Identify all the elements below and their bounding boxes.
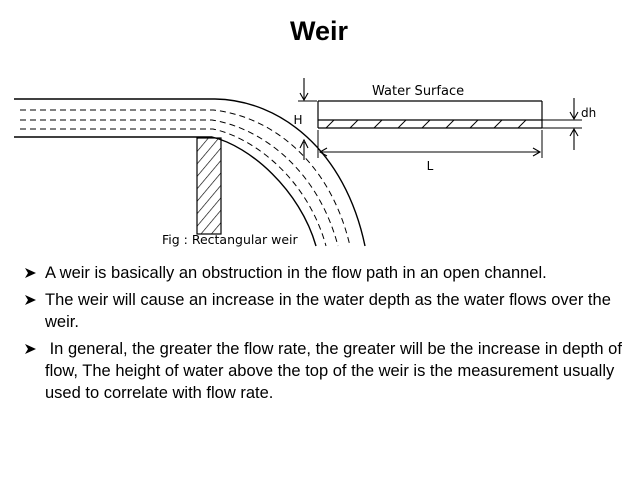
bullet-list: A weir is basically an obstruction in th… [24, 262, 624, 409]
figure-caption: Fig : Rectangular weir [162, 232, 299, 247]
hatched-layer [325, 119, 527, 129]
rectangular-weir-figure: H Water Surface dh L Fig : Rectangular w… [14, 78, 596, 247]
streamline-3 [20, 128, 327, 247]
bullet-text: In general, the greater the flow rate, t… [45, 340, 627, 402]
streamline-2 [20, 119, 339, 247]
h-arrow-bottom [299, 138, 309, 160]
weir-plate [196, 137, 222, 235]
h-label: H [293, 113, 302, 127]
nappe-upper-surface [14, 98, 366, 247]
dh-arrow-bottom [569, 127, 579, 150]
bullet-item: The weir will cause an increase in the w… [24, 289, 624, 333]
nappe-lower-surface [14, 136, 317, 247]
dh-arrow-top [569, 98, 579, 121]
streamline-1 [20, 109, 351, 247]
arrow-bullet-icon [25, 295, 36, 305]
arrow-bullet-icon [25, 268, 36, 278]
dh-label: dh [581, 106, 596, 120]
water-surface-label: Water Surface [372, 84, 464, 99]
slide-title: Weir [289, 16, 349, 46]
bullet-item: A weir is basically an obstruction in th… [24, 262, 624, 284]
l-dimension-arrow [318, 147, 542, 157]
bullet-text: The weir will cause an increase in the w… [45, 291, 611, 331]
bullet-text: A weir is basically an obstruction in th… [45, 264, 547, 282]
bullet-item: In general, the greater the flow rate, t… [24, 338, 624, 404]
arrow-bullet-icon [25, 344, 36, 354]
h-arrow-top [299, 78, 309, 102]
l-label: L [427, 159, 434, 173]
